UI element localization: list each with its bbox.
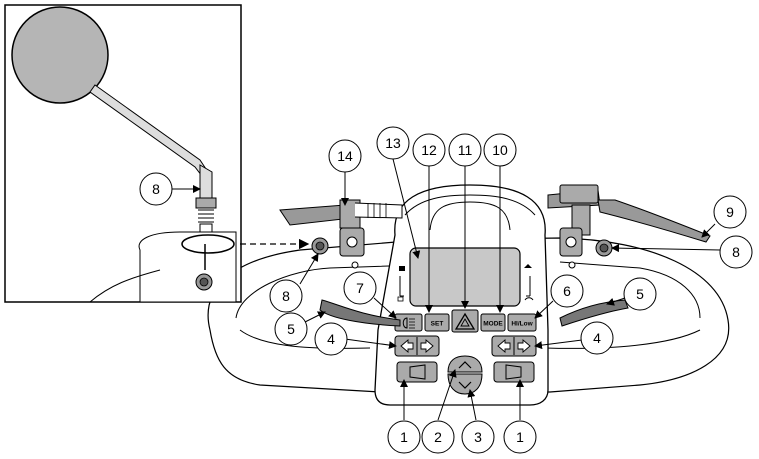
svg-text:1: 1 <box>516 429 524 445</box>
callout-1-right: 1 <box>503 420 537 454</box>
mirror-icon <box>11 6 217 239</box>
svg-text:13: 13 <box>385 135 401 151</box>
svg-text:7: 7 <box>356 280 364 296</box>
svg-text:4: 4 <box>327 331 335 347</box>
callout-6: 6 <box>550 274 584 308</box>
callout-9: 9 <box>713 195 747 229</box>
speed-up-icon <box>458 361 472 369</box>
set-button[interactable]: SET <box>424 313 450 332</box>
svg-text:5: 5 <box>287 321 295 337</box>
svg-text:3: 3 <box>474 429 482 445</box>
left-handlebar <box>279 199 403 269</box>
hi-low-button[interactable]: HI/Low <box>507 313 537 332</box>
callout-4-left: 4 <box>314 322 348 356</box>
svg-text:8: 8 <box>152 181 160 197</box>
svg-text:8: 8 <box>282 288 290 304</box>
svg-text:9: 9 <box>726 204 734 220</box>
set-button-label: SET <box>431 321 444 328</box>
left-brake-lever[interactable] <box>319 299 401 327</box>
hazard-button[interactable] <box>451 309 479 333</box>
callout-inset-8: 8 <box>139 172 173 206</box>
svg-text:5: 5 <box>636 286 644 302</box>
fuel-gauge-icon <box>397 266 405 302</box>
mirror-detail-inset <box>4 4 242 303</box>
turn-left-arrow-icon <box>400 339 414 353</box>
right-turn-signal-pad[interactable] <box>491 335 537 357</box>
left-turn-signal-pad[interactable] <box>394 335 440 357</box>
headlight-button[interactable] <box>394 313 423 332</box>
speed-up-button[interactable] <box>447 355 483 373</box>
callout-5-right: 5 <box>623 277 657 311</box>
callout-8-right: 8 <box>719 235 753 269</box>
turn-right-arrow-icon <box>517 339 531 353</box>
callout-3: 3 <box>461 420 495 454</box>
svg-text:6: 6 <box>563 283 571 299</box>
mode-button[interactable]: MODE <box>480 313 506 332</box>
svg-text:12: 12 <box>421 142 437 158</box>
horn-icon <box>505 364 522 380</box>
leader-lines <box>172 158 721 421</box>
right-handlebar <box>547 184 601 269</box>
mode-button-label: MODE <box>483 321 503 328</box>
svg-text:10: 10 <box>492 142 508 158</box>
mirror-mount-left <box>311 237 329 255</box>
callout-13: 13 <box>376 126 410 160</box>
callout-14: 14 <box>328 139 362 173</box>
callout-4-right: 4 <box>580 321 614 355</box>
callout-12: 12 <box>412 133 446 167</box>
svg-text:14: 14 <box>337 148 353 164</box>
headlight-icon <box>402 317 415 329</box>
svg-text:4: 4 <box>593 330 601 346</box>
mirror-mount-right <box>595 239 613 257</box>
svg-text:2: 2 <box>434 429 442 445</box>
callout-1-left: 1 <box>387 420 421 454</box>
callout-7: 7 <box>343 271 377 305</box>
turn-left-arrow-icon <box>497 339 511 353</box>
horn-icon <box>409 364 426 380</box>
speed-down-icon <box>458 381 472 389</box>
callout-10: 10 <box>483 133 517 167</box>
right-brake-lever[interactable] <box>559 199 711 327</box>
hi-low-button-label: HI/Low <box>511 321 533 328</box>
right-horn-button[interactable] <box>493 361 535 383</box>
callout-8-left: 8 <box>269 279 303 313</box>
svg-text:1: 1 <box>400 429 408 445</box>
turn-right-arrow-icon <box>420 339 434 353</box>
temperature-gauge-icon <box>524 264 534 301</box>
callout-5-left: 5 <box>274 312 308 346</box>
callout-11: 11 <box>448 133 482 167</box>
callout-2: 2 <box>421 420 455 454</box>
svg-text:8: 8 <box>732 244 740 260</box>
hazard-triangle-icon <box>454 312 476 330</box>
left-horn-button[interactable] <box>396 361 438 383</box>
svg-text:11: 11 <box>458 142 473 158</box>
